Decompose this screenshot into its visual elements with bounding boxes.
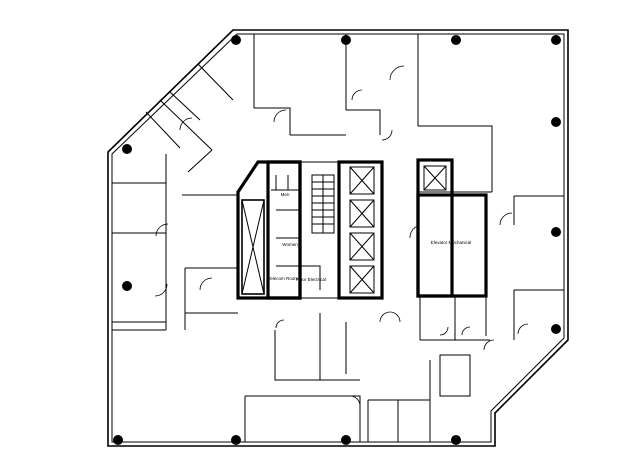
- elevator-x-box: [423, 165, 447, 191]
- elevator-x-box: [349, 265, 375, 294]
- elevator-x-box: [349, 199, 375, 228]
- door-swing-arc: [155, 223, 169, 237]
- door-swing-arc: [439, 326, 471, 336]
- men-label: Men: [281, 192, 290, 197]
- door-swing-arc: [351, 89, 363, 101]
- building-core: [236, 158, 488, 300]
- building-outline: [107, 29, 569, 447]
- door-swing-arc: [349, 395, 361, 407]
- structural-columns: [113, 35, 561, 445]
- elevators: [349, 165, 447, 294]
- door-swing-arc: [381, 129, 393, 141]
- door-swing-arc: [409, 225, 419, 239]
- east-offices: [419, 195, 564, 340]
- column-dot: [451, 35, 461, 45]
- women-label: Women: [282, 242, 298, 247]
- column-dot: [113, 435, 123, 445]
- column-dot: [341, 435, 351, 445]
- electrical-label: Floor Electrical: [296, 277, 326, 282]
- stair: [311, 174, 335, 234]
- column-dot: [451, 435, 461, 445]
- west-offices: [112, 154, 238, 331]
- column-dot: [551, 35, 561, 45]
- column-dot: [231, 435, 241, 445]
- door-swing-arc: [273, 109, 287, 123]
- column-dot: [551, 324, 561, 334]
- door-swing-arc: [179, 117, 193, 131]
- door-swing-arc: [483, 339, 495, 351]
- column-dot: [231, 35, 241, 45]
- elevator-x-box: [349, 232, 375, 261]
- door-swing-arc: [499, 212, 513, 226]
- door-swing-arc: [389, 65, 405, 81]
- door-swings: [154, 65, 529, 407]
- south-offices: [244, 313, 490, 442]
- column-dot: [122, 144, 132, 154]
- door-swing-arc: [517, 323, 529, 335]
- door-swing-arc: [379, 311, 401, 323]
- column-dot: [122, 281, 132, 291]
- column-dot: [551, 227, 561, 237]
- door-swing-arc: [275, 319, 285, 329]
- telecom-label: Telecom Room: [268, 276, 298, 281]
- elevator-x-box: [349, 166, 375, 195]
- column-dot: [551, 117, 561, 127]
- elevator-mechanical-label: Elevator Mechanical: [431, 240, 472, 245]
- door-swing-arc: [154, 283, 168, 297]
- door-swing-arc: [199, 277, 213, 291]
- room-labels: Men Women Telecom Room Floor Electrical …: [268, 192, 471, 282]
- shaft: [241, 199, 265, 295]
- north-offices: [145, 34, 493, 193]
